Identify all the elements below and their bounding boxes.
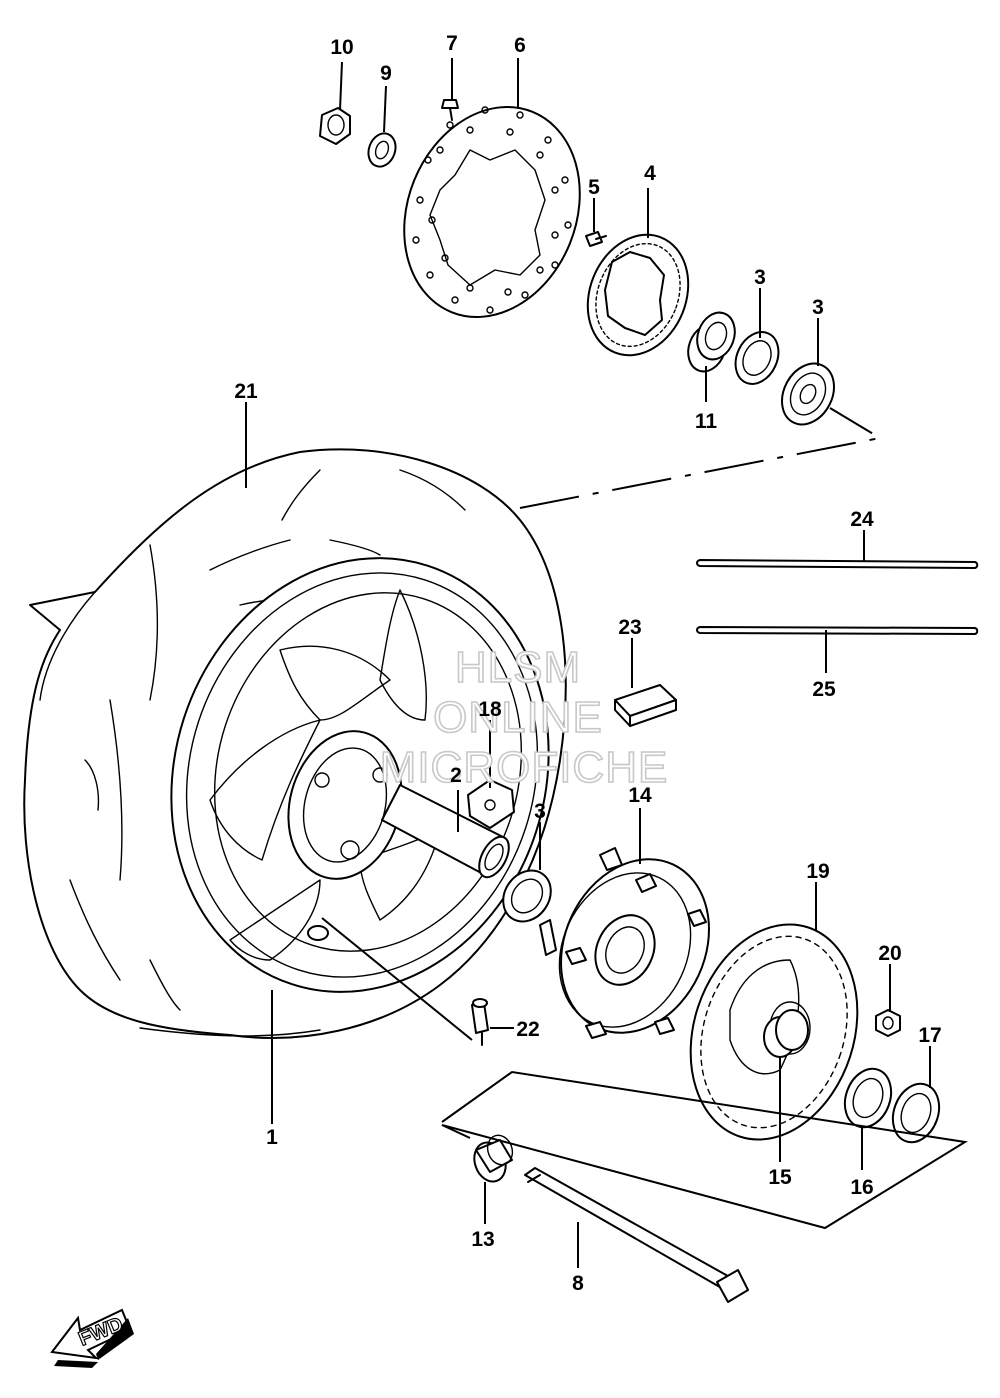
drum-studs (565, 873, 707, 1039)
label-part-24: 24 (850, 508, 874, 531)
part-8-disc-bolt (441, 99, 459, 121)
part-3-bearing-lower (502, 869, 552, 923)
tire-assembly (23, 448, 567, 1039)
label-part-3-upper: 3 (812, 296, 824, 319)
label-part-4: 3 (754, 266, 766, 289)
fwd-label: FWD (76, 1313, 126, 1350)
part-4-oil-seal (734, 331, 780, 385)
leader-lines (245, 58, 931, 1268)
label-part-3-lower: 3 (534, 800, 546, 823)
label-part-22: 22 (516, 1018, 539, 1041)
part-24-rim-tape (696, 559, 979, 569)
part-3-bearing-upper (781, 362, 835, 426)
label-part-11: 10 (330, 36, 353, 59)
label-part-25: 25 (812, 678, 836, 701)
fwd-arrow-icon: FWD (50, 1308, 134, 1368)
watermark-line-1: HLSM (455, 643, 581, 692)
label-part-19: 19 (806, 860, 829, 883)
label-part-20: 20 (878, 942, 901, 965)
part-5-sensor-rotor (586, 233, 690, 357)
label-part-15: 15 (768, 1166, 792, 1189)
part-7-brake-disc (403, 106, 581, 318)
label-part-7: 6 (514, 34, 526, 57)
part-25-rim-tape (696, 626, 979, 635)
part-6-sensor-bolt (585, 231, 607, 247)
part-22-tire-valve (471, 998, 489, 1046)
part-9-axle (524, 1167, 749, 1303)
label-part-14: 14 (628, 784, 652, 807)
label-part-18: 18 (478, 698, 502, 721)
label-part-13: 13 (471, 1228, 494, 1251)
label-part-1: 1 (266, 1126, 278, 1149)
part-13-spacer (473, 1134, 514, 1183)
part-14-sprocket-drum (539, 847, 710, 1039)
part-20-sprocket-nut (875, 1009, 901, 1037)
disc-holes (412, 106, 572, 314)
label-part-9: 8 (572, 1272, 584, 1295)
watermark-line-2: ONLINE (433, 693, 603, 742)
label-part-23: 23 (618, 616, 641, 639)
part-10-washer (367, 132, 397, 168)
part-2-axle-sleeve (381, 784, 510, 879)
label-part-6: 5 (588, 176, 600, 199)
part-15-sprocket-spacer (763, 1009, 809, 1058)
part-17-oil-seal (891, 1082, 941, 1144)
part-11-nut (319, 107, 351, 145)
part-12-spacer (687, 311, 736, 373)
part-number-labels: 10 9 7 6 5 4 3 3 11 21 24 25 23 18 2 3 1… (234, 32, 941, 1295)
label-part-16: 16 (850, 1176, 873, 1199)
watermark: HLSM ONLINE MICROFICHE (379, 642, 669, 793)
label-part-12: 11 (695, 410, 718, 433)
label-part-5: 4 (644, 162, 656, 185)
label-part-21: 21 (234, 380, 258, 403)
label-part-17: 17 (918, 1024, 941, 1047)
watermark-line-3: MICROFICHE (380, 743, 669, 792)
label-part-2: 2 (450, 764, 462, 787)
part-23-weight (614, 684, 677, 727)
label-part-8: 7 (446, 32, 458, 55)
label-part-10: 9 (380, 62, 392, 85)
